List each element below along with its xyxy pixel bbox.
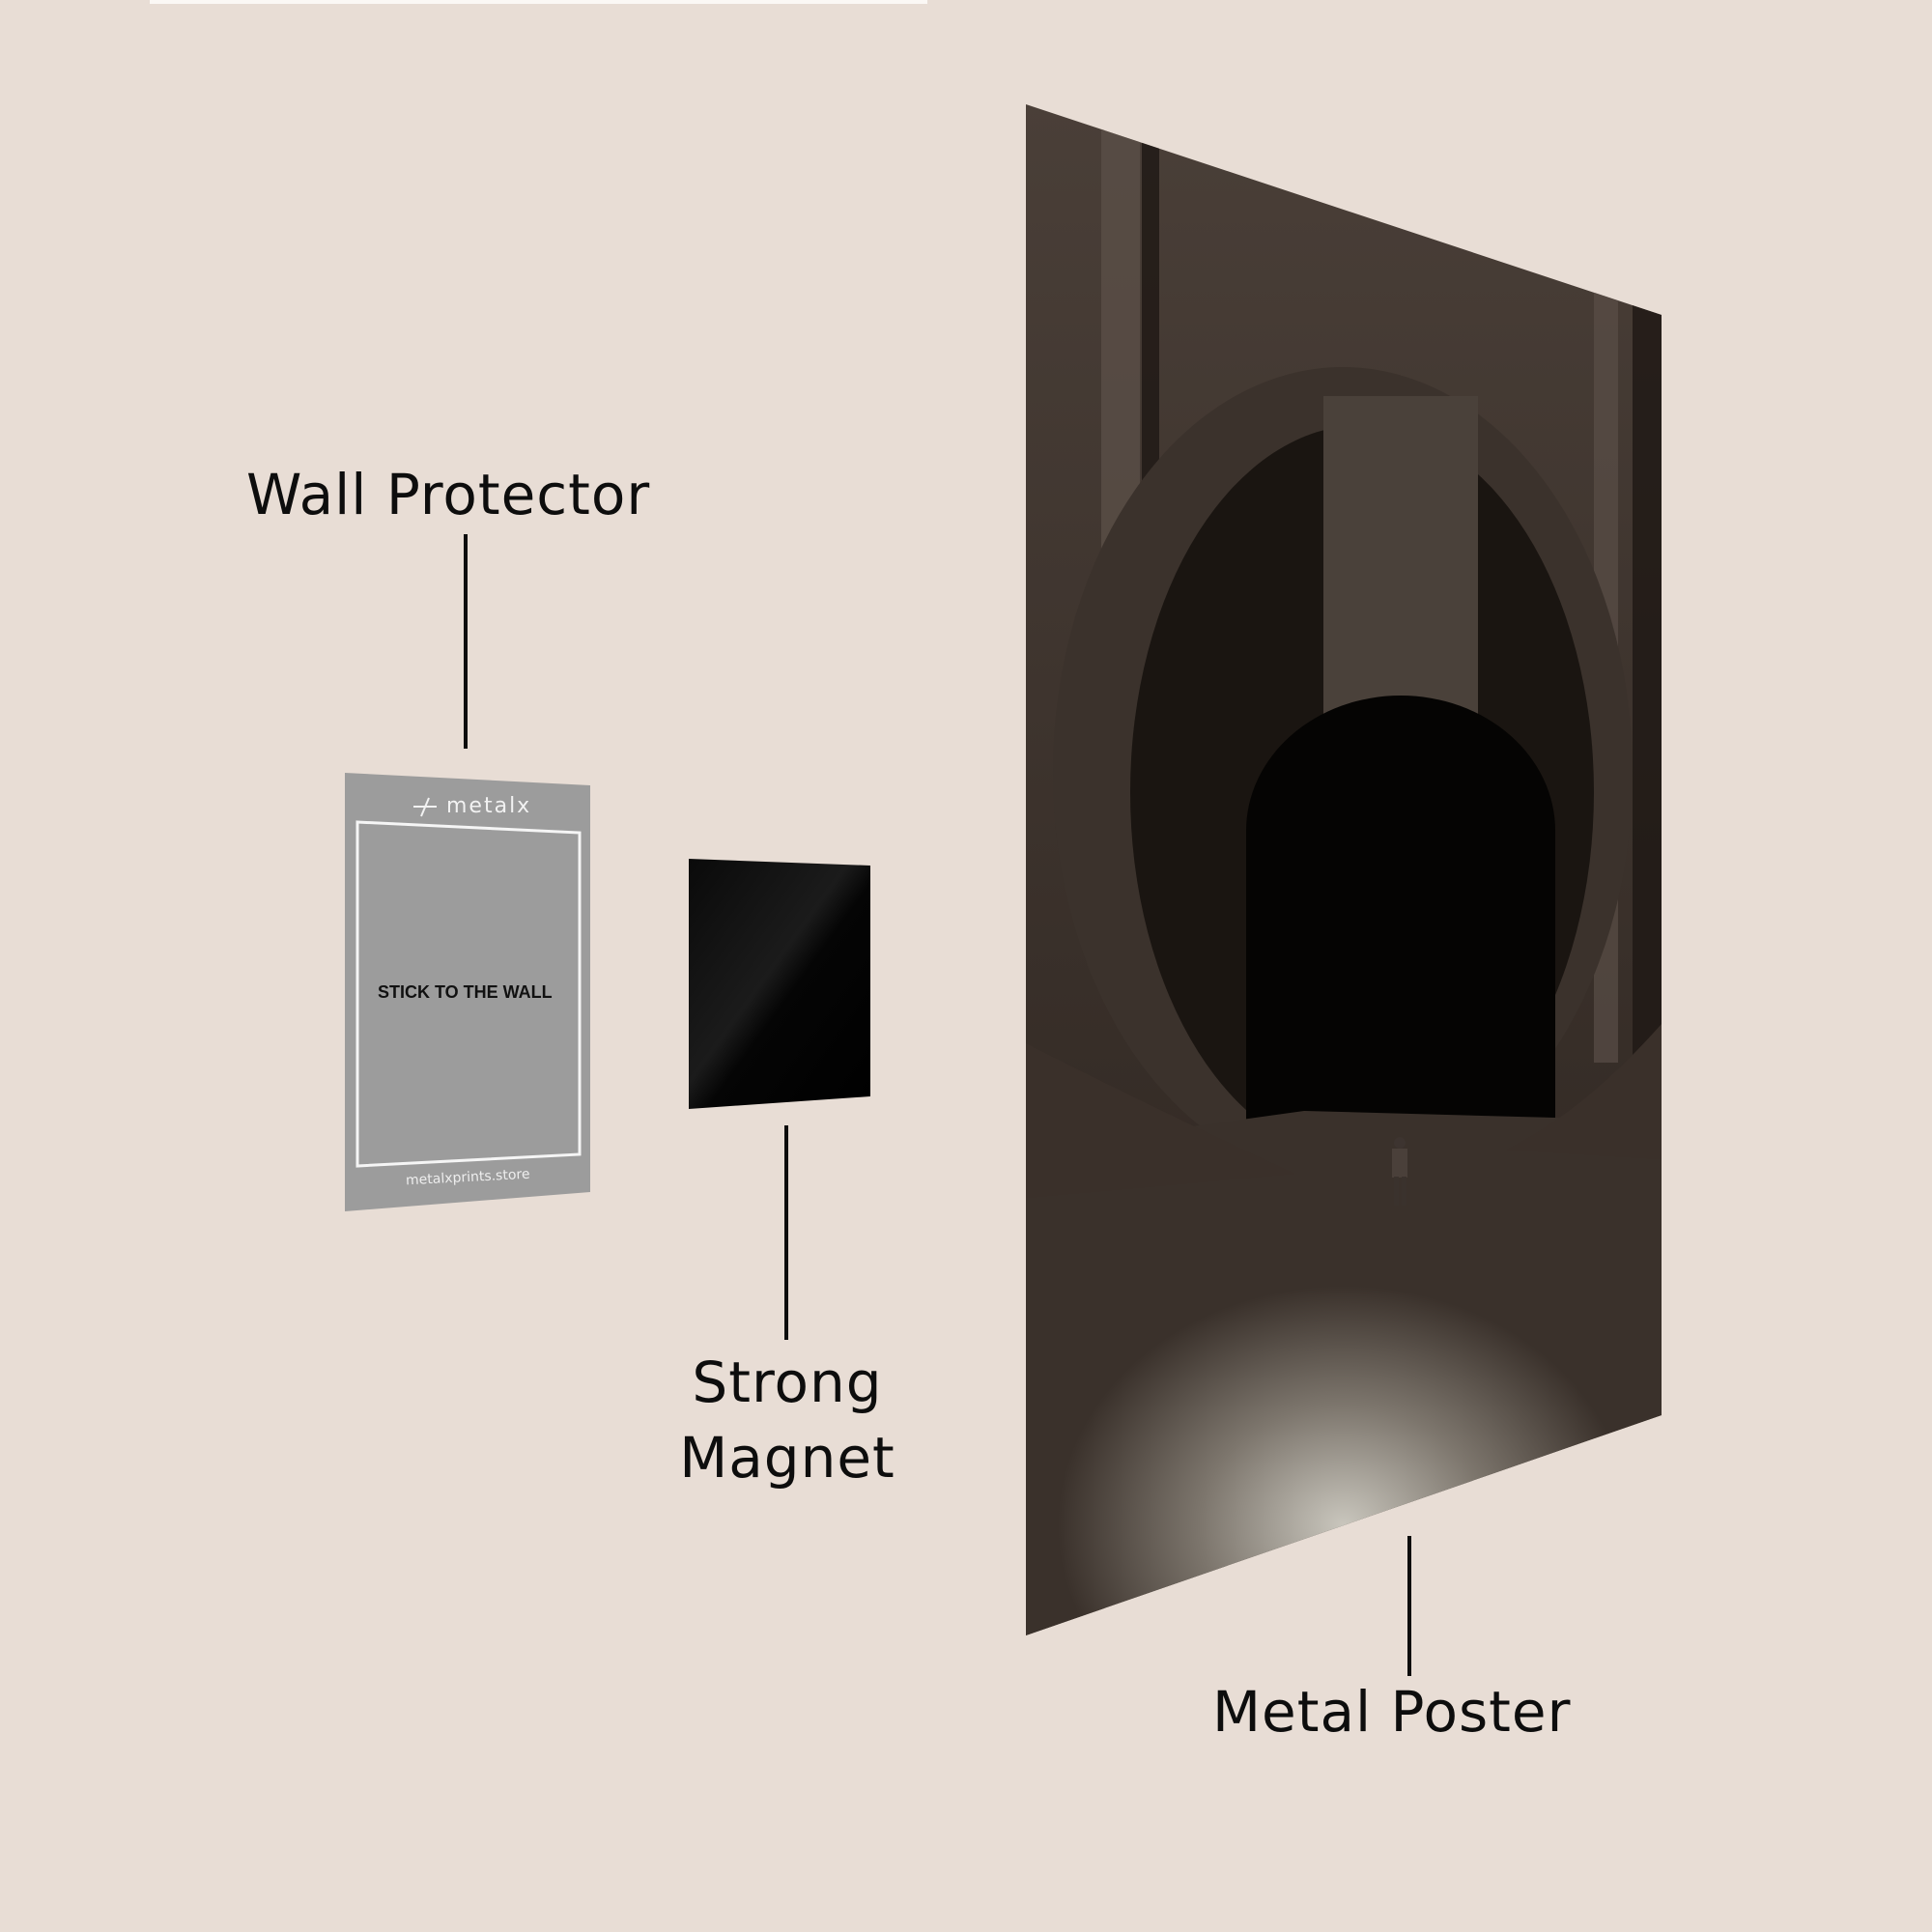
metal-poster-label: Metal Poster <box>1212 1679 1572 1745</box>
standing-figure <box>1392 1137 1407 1206</box>
wall-protector-callout-line <box>464 534 468 749</box>
metal-poster <box>1026 104 1662 1635</box>
wall-protector-card <box>345 773 590 1211</box>
strong-magnet-label: Strong Magnet <box>667 1345 908 1495</box>
strong-magnet-label-line1: Strong <box>692 1350 883 1415</box>
strong-magnet-callout-line <box>784 1125 788 1340</box>
protector-brand-text: metalx <box>446 794 532 818</box>
strong-magnet <box>689 859 870 1109</box>
metalx-logo-icon <box>413 797 437 817</box>
protector-instruction-text: STICK TO THE WALL <box>378 982 553 1002</box>
strong-magnet-label-line2: Magnet <box>679 1425 895 1491</box>
metal-poster-callout-line <box>1407 1536 1411 1676</box>
top-border-strip <box>150 0 927 4</box>
wall-protector-label: Wall Protector <box>246 462 651 527</box>
